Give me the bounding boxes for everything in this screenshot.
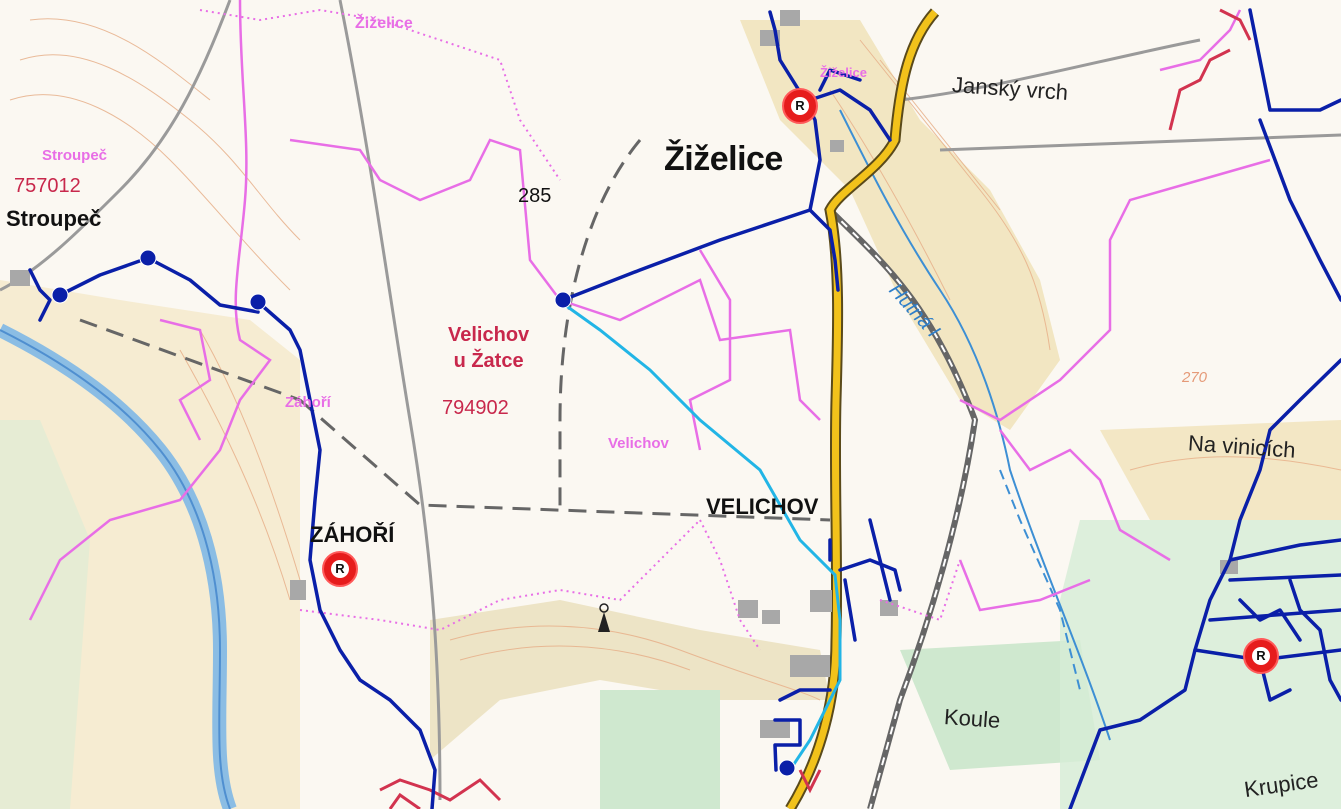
marker-letter: R (791, 97, 809, 115)
stream-dashed (999, 469, 1081, 691)
label-pink-zizelice-top: Žiželice (355, 15, 413, 32)
red-boundaries (379, 8, 1252, 809)
tower-signal-icon (599, 603, 609, 613)
terrain-fill-east (1100, 420, 1341, 520)
cadastral-name-velichov: Velichov u Žatce (448, 324, 530, 372)
elevation-270: 270 (1182, 369, 1208, 386)
stream-hutna (839, 109, 1111, 741)
district-boundary (79, 139, 831, 522)
settlement-stroupec: Stroupeč (6, 206, 102, 231)
reservoir-marker-zahori[interactable]: R (322, 551, 358, 587)
railway-dash (829, 209, 977, 809)
buildings (10, 10, 1238, 738)
label-pink-velichov: Velichov (608, 435, 669, 452)
contour-lines (9, 18, 1341, 701)
river-ohre-edge (0, 329, 231, 809)
marker-letter: R (331, 560, 349, 578)
boundary-dotted (199, 8, 961, 651)
green-area-koule (900, 640, 1100, 770)
terrain-fill-south (430, 600, 830, 760)
network-nodes (51, 249, 796, 777)
marker-letter: R (1252, 647, 1270, 665)
green-area-west (0, 420, 90, 809)
cadastral-code-velichov: 794902 (442, 397, 509, 419)
main-road (787, 9, 938, 809)
green-area-south (600, 690, 720, 809)
settlement-zahori: ZÁHOŘÍ (310, 522, 395, 547)
label-pink-zizelice-small: Žiželice (820, 65, 867, 80)
settlement-velichov: VELICHOV (706, 494, 819, 519)
boundary-lines (28, 0, 1271, 621)
cyan-pipeline (564, 303, 842, 771)
red-pipe-south (798, 769, 822, 794)
label-koule: Koule (943, 704, 1002, 733)
label-pink-stroupec: Stroupeč (42, 147, 108, 164)
green-area-east (1060, 520, 1341, 809)
label-pink-zahori: Záhoří (285, 394, 331, 411)
settlement-zizelice: Žiželice (664, 140, 783, 178)
reservoir-marker-krupice[interactable]: R (1243, 638, 1279, 674)
tower-icon (598, 612, 610, 632)
elevation-285: 285 (518, 185, 552, 207)
reservoir-marker-zizelice[interactable]: R (782, 88, 818, 124)
cadastral-code-stroupec: 757012 (14, 175, 81, 197)
